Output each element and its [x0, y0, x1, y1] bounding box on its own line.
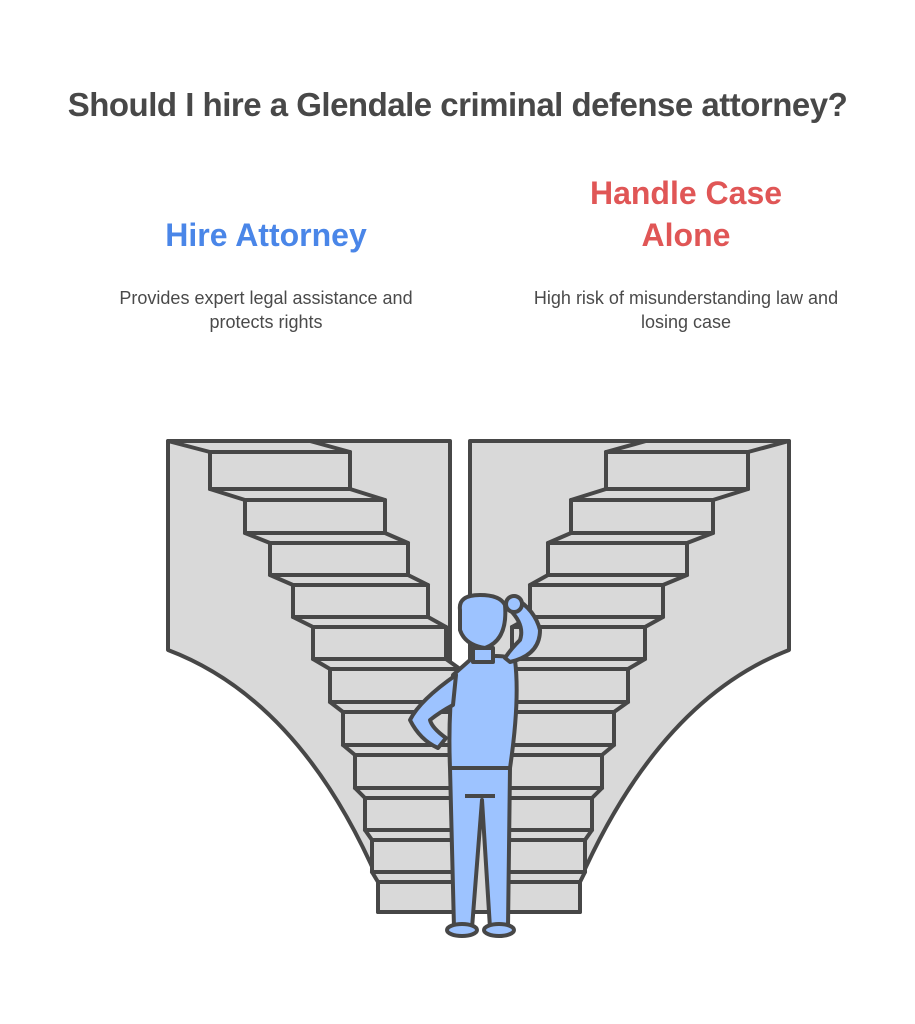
option-handle-alone-description: High risk of misunderstanding law and lo…	[533, 288, 839, 332]
left-staircase	[166, 439, 462, 914]
option-title-line: Handle Case	[589, 175, 783, 211]
confused-person-figure	[408, 593, 542, 938]
option-hire-attorney-title: Hire Attorney	[116, 214, 416, 256]
page-title: Should I hire a Glendale criminal defens…	[67, 86, 848, 123]
option-handle-alone-title: Handle Case Alone	[536, 172, 836, 256]
option-title-line: Alone	[641, 217, 731, 253]
right-staircase	[468, 439, 791, 914]
option-title-line: Hire Attorney	[165, 217, 367, 253]
option-hire-attorney-description: Provides expert legal assistance and pro…	[119, 288, 413, 332]
